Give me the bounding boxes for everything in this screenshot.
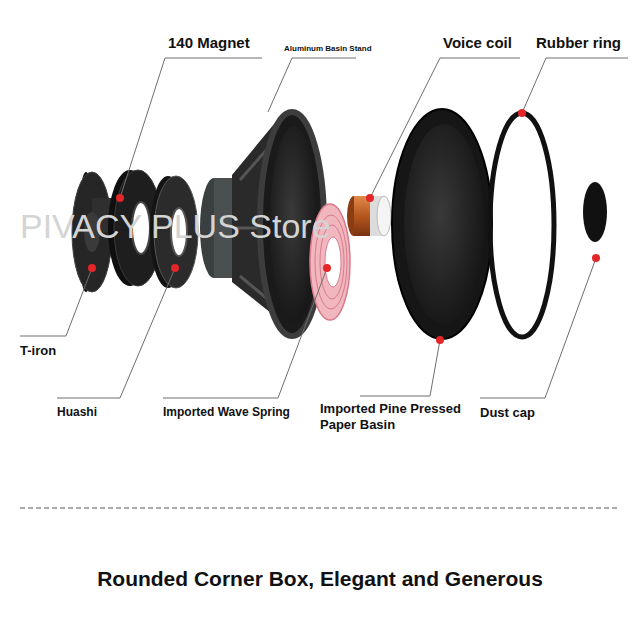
part-label: T-iron <box>20 343 56 359</box>
part-label: Imported Pine Pressed Paper Basin <box>320 401 480 432</box>
leader-lines <box>20 58 628 398</box>
dust-cap-part <box>583 182 607 242</box>
caption: Rounded Corner Box, Elegant and Generous <box>0 566 640 591</box>
part-label: Huashi <box>57 405 97 419</box>
part-label: Dust cap <box>480 405 535 421</box>
paper-cone-part <box>392 109 492 339</box>
divider-dashed <box>20 508 620 509</box>
rubber-ring-part <box>490 113 554 337</box>
part-label: 140 Magnet <box>168 34 250 52</box>
voice-coil-part <box>347 196 391 236</box>
part-label: Aluminum Basin Stand <box>284 44 372 54</box>
part-label: Voice coil <box>443 34 512 52</box>
watermark: PIVACY PLUS Store <box>20 206 331 247</box>
part-label: Rubber ring <box>536 34 621 52</box>
part-label: Imported Wave Spring <box>163 405 290 419</box>
